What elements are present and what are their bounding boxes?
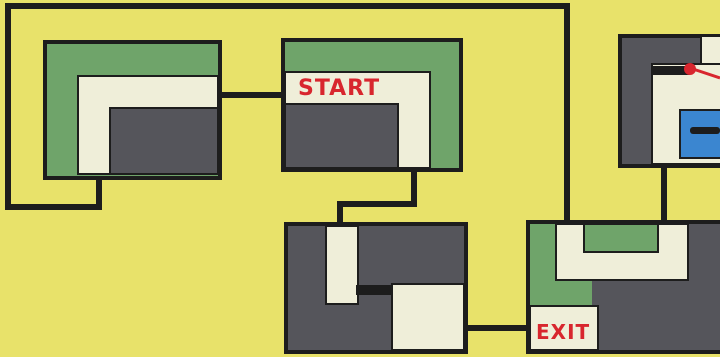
room-right-partial[interactable] [620, 36, 720, 166]
room-top-left [45, 42, 220, 178]
room-bottom-middle[interactable] [286, 224, 466, 352]
path-start-corridor [340, 168, 414, 224]
start-label: START [298, 78, 380, 100]
water-object [690, 127, 720, 134]
red-marker-icon [684, 63, 696, 75]
exit-label: EXIT [536, 322, 590, 342]
room-start[interactable] [283, 40, 461, 170]
